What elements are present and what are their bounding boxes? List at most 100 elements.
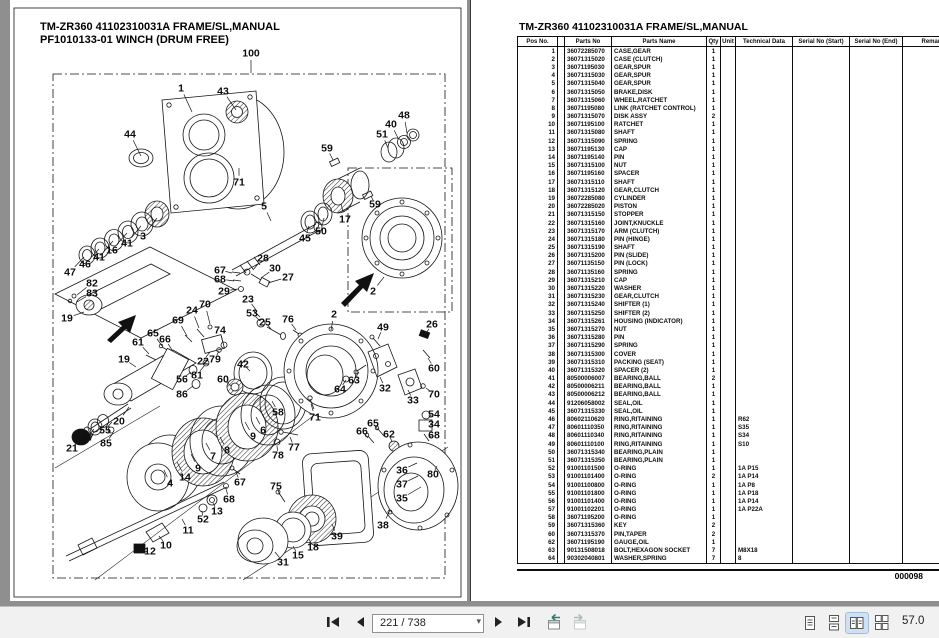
part-label: 32	[379, 383, 391, 395]
single-page-view-button[interactable]	[799, 613, 821, 633]
table-cell	[903, 309, 939, 317]
next-view-button[interactable]	[569, 612, 591, 632]
table-cell	[721, 383, 736, 391]
diagram-artwork	[14, 8, 461, 597]
table-cell	[850, 546, 903, 554]
previous-page-button[interactable]	[349, 612, 371, 632]
table-cell	[558, 391, 565, 399]
table-cell	[558, 121, 565, 129]
table-cell	[558, 325, 565, 333]
table-cell	[850, 162, 903, 170]
next-page-icon	[493, 615, 505, 629]
table-cell	[721, 530, 736, 538]
table-cell: GEAR,SPUR	[612, 63, 707, 71]
part-label: 17	[339, 214, 351, 226]
table-cell: 36072285080	[565, 194, 612, 202]
table-cell: M8X18	[736, 546, 793, 554]
table-cell	[850, 268, 903, 276]
table-cell	[558, 350, 565, 358]
table-cell	[721, 497, 736, 505]
table-cell: 36071195200	[565, 514, 612, 522]
table-cell	[903, 391, 939, 399]
table-cell: 39	[518, 358, 558, 366]
table-cell	[793, 334, 850, 342]
continuous-scroll-view-button[interactable]	[823, 613, 845, 633]
page-number-input[interactable]	[373, 615, 472, 630]
table-cell: SEAL,OIL	[612, 399, 707, 407]
table-cell: 2	[707, 530, 721, 538]
part-label-leader	[394, 130, 398, 138]
table-cell: 1	[707, 211, 721, 219]
table-cell	[721, 153, 736, 161]
table-cell	[903, 358, 939, 366]
table-cell	[850, 522, 903, 530]
two-page-scroll-view-button[interactable]	[871, 613, 893, 633]
table-cell	[558, 383, 565, 391]
table-cell: 36071315160	[565, 219, 612, 227]
table-cell	[850, 129, 903, 137]
table-cell	[721, 121, 736, 129]
table-cell: 36071195140	[565, 153, 612, 161]
table-cell	[736, 211, 793, 219]
table-cell: 1	[707, 96, 721, 104]
column-header: Parts No	[565, 37, 612, 47]
last-page-button[interactable]	[513, 612, 535, 632]
table-cell	[850, 530, 903, 538]
part-label: 76	[282, 314, 294, 326]
part-label: 48	[398, 110, 410, 122]
part-label: 83	[86, 288, 98, 300]
part-label: 74	[214, 325, 226, 337]
part-label: 12	[144, 546, 156, 558]
table-cell: SPACER (2)	[612, 366, 707, 374]
table-cell: 57	[518, 506, 558, 514]
part-label: 26	[426, 319, 438, 331]
table-cell: SEAL,OIL	[612, 407, 707, 415]
table-cell: 62	[518, 538, 558, 546]
page-dropdown-caret[interactable]: ▾	[476, 616, 481, 627]
column-header: Serial No (End)	[850, 37, 903, 47]
part-label: 43	[217, 86, 229, 98]
next-page-button[interactable]	[488, 612, 510, 632]
table-cell	[721, 366, 736, 374]
table-cell	[721, 170, 736, 178]
table-cell	[793, 55, 850, 63]
table-cell: CAP	[612, 276, 707, 284]
table-cell: CASE (CLUTCH)	[612, 55, 707, 63]
table-cell: CAP	[612, 145, 707, 153]
table-cell: 1	[707, 153, 721, 161]
table-cell: 1	[707, 88, 721, 96]
two-page-view-button[interactable]	[846, 613, 868, 633]
previous-view-button[interactable]	[543, 612, 565, 632]
table-cell	[850, 432, 903, 440]
table-cell	[793, 366, 850, 374]
table-cell	[736, 358, 793, 366]
table-cell: 55	[518, 489, 558, 497]
table-cell	[793, 448, 850, 456]
table-cell	[903, 153, 939, 161]
first-page-button[interactable]	[322, 612, 344, 632]
table-cell: 2	[707, 473, 721, 481]
table-cell: PIN (HINGE)	[612, 235, 707, 243]
table-cell	[903, 514, 939, 522]
table-cell: O-RING	[612, 497, 707, 505]
table-cell: 1	[707, 497, 721, 505]
part-label: 78	[272, 450, 284, 462]
table-cell: 2	[707, 113, 721, 121]
table-cell: R62	[736, 415, 793, 423]
table-cell	[736, 391, 793, 399]
table-cell	[558, 497, 565, 505]
table-cell	[850, 301, 903, 309]
table-cell: 1	[707, 63, 721, 71]
table-cell: 52	[518, 465, 558, 473]
column-header: Unit	[721, 37, 736, 47]
table-cell: 1	[707, 170, 721, 178]
part-label: 86	[176, 389, 188, 401]
table-cell	[558, 301, 565, 309]
